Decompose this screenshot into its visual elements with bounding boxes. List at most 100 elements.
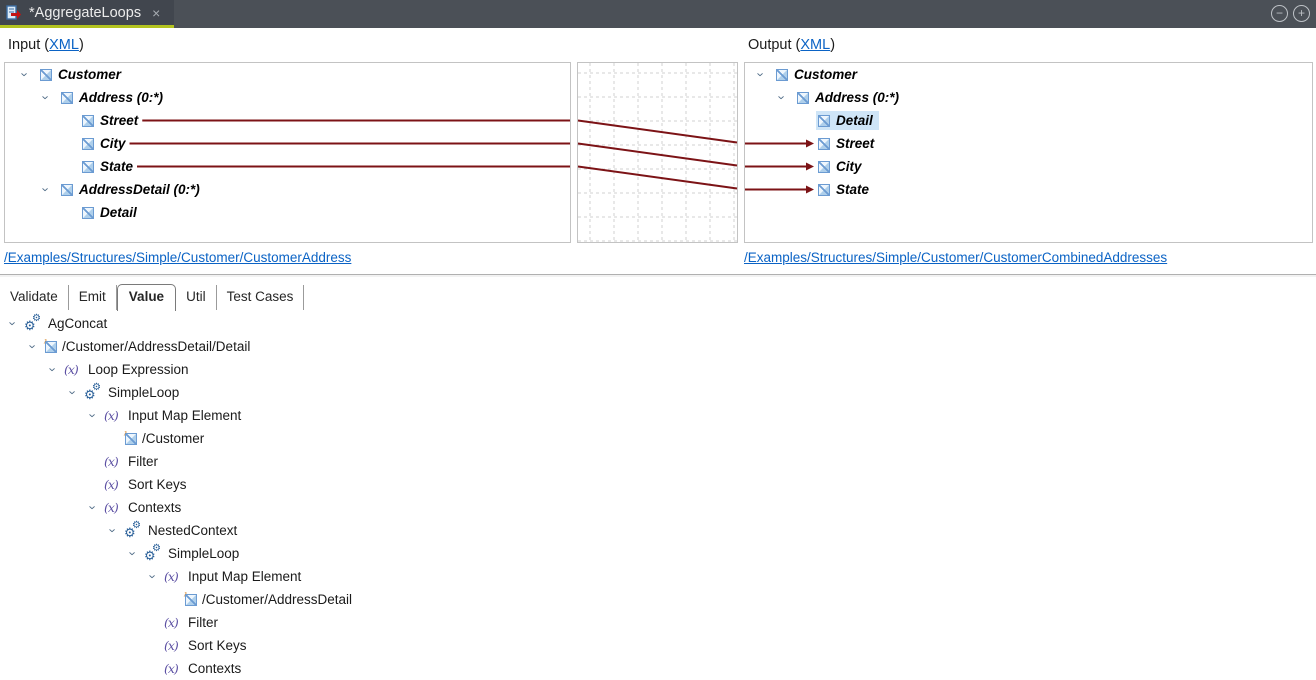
chevron-down-icon[interactable]: › <box>105 528 121 533</box>
tree-node-label: Street <box>836 136 875 151</box>
tree-node-output[interactable]: State <box>745 178 1312 201</box>
tree-node-input[interactable]: ›Customer <box>5 63 570 86</box>
gear-icon: ⚙ <box>132 519 141 531</box>
chevron-down-icon[interactable]: › <box>65 390 81 395</box>
tab-emit[interactable]: Emit <box>69 285 117 310</box>
tree-node-input[interactable]: Street <box>5 109 570 132</box>
node-content: State <box>816 180 875 199</box>
chevron-down-icon[interactable]: › <box>25 344 41 349</box>
tree-node-output[interactable]: Detail <box>745 109 1312 132</box>
chevron-down-icon[interactable]: › <box>5 321 21 326</box>
mapped-corner-arrow-icon: ↑ <box>181 588 190 599</box>
value-tree-node-label: Contexts <box>128 500 182 515</box>
chevron-down-icon[interactable]: › <box>45 367 61 372</box>
value-tree-node[interactable]: ›⚙⚙ AgConcat <box>0 312 1316 335</box>
function-icon: (x) <box>64 362 79 377</box>
value-tree-node[interactable]: ›⚙⚙NestedContext <box>0 519 1316 542</box>
chevron-down-icon[interactable]: › <box>17 72 33 77</box>
value-tree-node-label: SimpleLoop <box>168 546 240 561</box>
element-icon <box>82 160 94 173</box>
tab-value[interactable]: Value <box>116 284 177 311</box>
value-tree-node[interactable]: ↑/Customer/AddressDetail <box>0 588 1316 611</box>
tree-node-label: Address (0:*) <box>79 90 164 105</box>
tab-validate[interactable]: Validate <box>4 285 69 310</box>
value-tree-node[interactable]: ›(x)Input Map Element <box>0 565 1316 588</box>
chevron-down-icon[interactable]: › <box>753 72 769 77</box>
input-header: Input (XML) <box>8 37 84 53</box>
value-tree-node-label: SimpleLoop <box>108 385 180 400</box>
input-header-suffix: ) <box>78 37 84 53</box>
mapped-element-icon: ↑ <box>41 335 57 353</box>
tree-node-input[interactable]: › Address (0:*) <box>5 86 570 109</box>
chevron-down-icon[interactable]: › <box>145 574 161 579</box>
output-xml-link[interactable]: XML <box>800 37 831 53</box>
value-tree-node[interactable]: ›(x)Loop Expression <box>0 358 1316 381</box>
tree-node-input[interactable]: ›AddressDetail (0:*) <box>5 178 570 201</box>
tree-node-label: State <box>100 159 134 174</box>
output-structure-link-row: /Examples/Structures/Simple/Customer/Cus… <box>744 250 1167 265</box>
gear-icon: ⚙ <box>24 317 36 333</box>
tree-node-output[interactable]: City <box>745 155 1312 178</box>
mapped-corner-arrow-icon: ↑ <box>41 335 50 346</box>
value-tree-node[interactable]: (x) Filter <box>0 611 1316 634</box>
gears-icon: ⚙⚙ <box>24 313 43 333</box>
document-close-icon[interactable]: × <box>152 4 161 21</box>
chevron-down-icon[interactable]: › <box>85 505 101 510</box>
chevron-down-icon[interactable]: › <box>774 95 790 100</box>
tab-test-cases[interactable]: Test Cases <box>217 285 305 310</box>
tab-util[interactable]: Util <box>176 285 217 310</box>
value-tree-node[interactable]: (x)Sort Keys <box>0 634 1316 657</box>
maximize-button[interactable]: + <box>1293 5 1310 22</box>
function-icon: (x) <box>164 569 179 584</box>
input-xml-link[interactable]: XML <box>49 37 79 53</box>
value-tree-node[interactable]: ›⚙⚙SimpleLoop <box>0 542 1316 565</box>
input-header-label: Input ( <box>8 37 50 53</box>
output-structure-link[interactable]: /Examples/Structures/Simple/Customer/Cus… <box>744 250 1168 265</box>
value-tree-node[interactable]: ›⚙⚙SimpleLoop <box>0 381 1316 404</box>
selected-node: Detail <box>816 111 879 130</box>
value-tree-node[interactable]: (x)Contexts <box>0 657 1316 680</box>
value-tree-node[interactable]: ›(x)Input Map Element <box>0 404 1316 427</box>
element-icon <box>61 91 73 104</box>
node-content: City <box>80 134 132 153</box>
value-tree-node[interactable]: (x)Sort Keys <box>0 473 1316 496</box>
value-tree-node[interactable]: ↑/Customer <box>0 427 1316 450</box>
element-icon <box>82 137 94 150</box>
chevron-down-icon[interactable]: › <box>85 413 101 418</box>
value-tree-node-label: AgConcat <box>48 316 108 331</box>
tree-node-label: Customer <box>794 67 858 82</box>
tree-node-output[interactable]: › Customer <box>745 63 1312 86</box>
chevron-down-icon[interactable]: › <box>125 551 141 556</box>
document-tab[interactable]: *AggregateLoops × <box>0 0 174 28</box>
tree-node-label: Address (0:*) <box>815 90 900 105</box>
function-icon: (x) <box>164 661 179 676</box>
gear-icon: ⚙ <box>124 524 136 540</box>
element-icon <box>40 68 52 81</box>
tree-node-output[interactable]: › Address (0:*) <box>745 86 1312 109</box>
minimize-button[interactable]: − <box>1271 5 1288 22</box>
function-icon: (x) <box>164 615 179 630</box>
panel-separator[interactable] <box>0 274 1316 277</box>
element-icon <box>61 183 73 196</box>
tree-node-label: Street <box>100 113 139 128</box>
mapping-grid <box>578 63 737 242</box>
value-tree-node-label: NestedContext <box>148 523 238 538</box>
title-bar: *AggregateLoops × − + <box>0 0 1316 28</box>
tree-node-input[interactable]: State <box>5 155 570 178</box>
chevron-down-icon[interactable]: › <box>38 187 54 192</box>
tree-node-input[interactable]: Detail <box>5 201 570 224</box>
element-icon <box>82 114 94 127</box>
function-icon: (x) <box>164 638 179 653</box>
element-icon <box>818 183 830 196</box>
input-structure-link[interactable]: /Examples/Structures/Simple/Customer/Cus… <box>4 250 352 265</box>
value-tree-node[interactable]: (x)Filter <box>0 450 1316 473</box>
value-tree-node-label: Filter <box>188 615 218 630</box>
value-tree-node[interactable]: ›↑/Customer/AddressDetail/Detail <box>0 335 1316 358</box>
tree-node-output[interactable]: Street <box>745 132 1312 155</box>
document-tab-title: *AggregateLoops <box>29 4 142 21</box>
chevron-down-icon[interactable]: › <box>38 95 54 100</box>
value-tree-node[interactable]: ›(x)Contexts <box>0 496 1316 519</box>
tree-node-input[interactable]: City <box>5 132 570 155</box>
